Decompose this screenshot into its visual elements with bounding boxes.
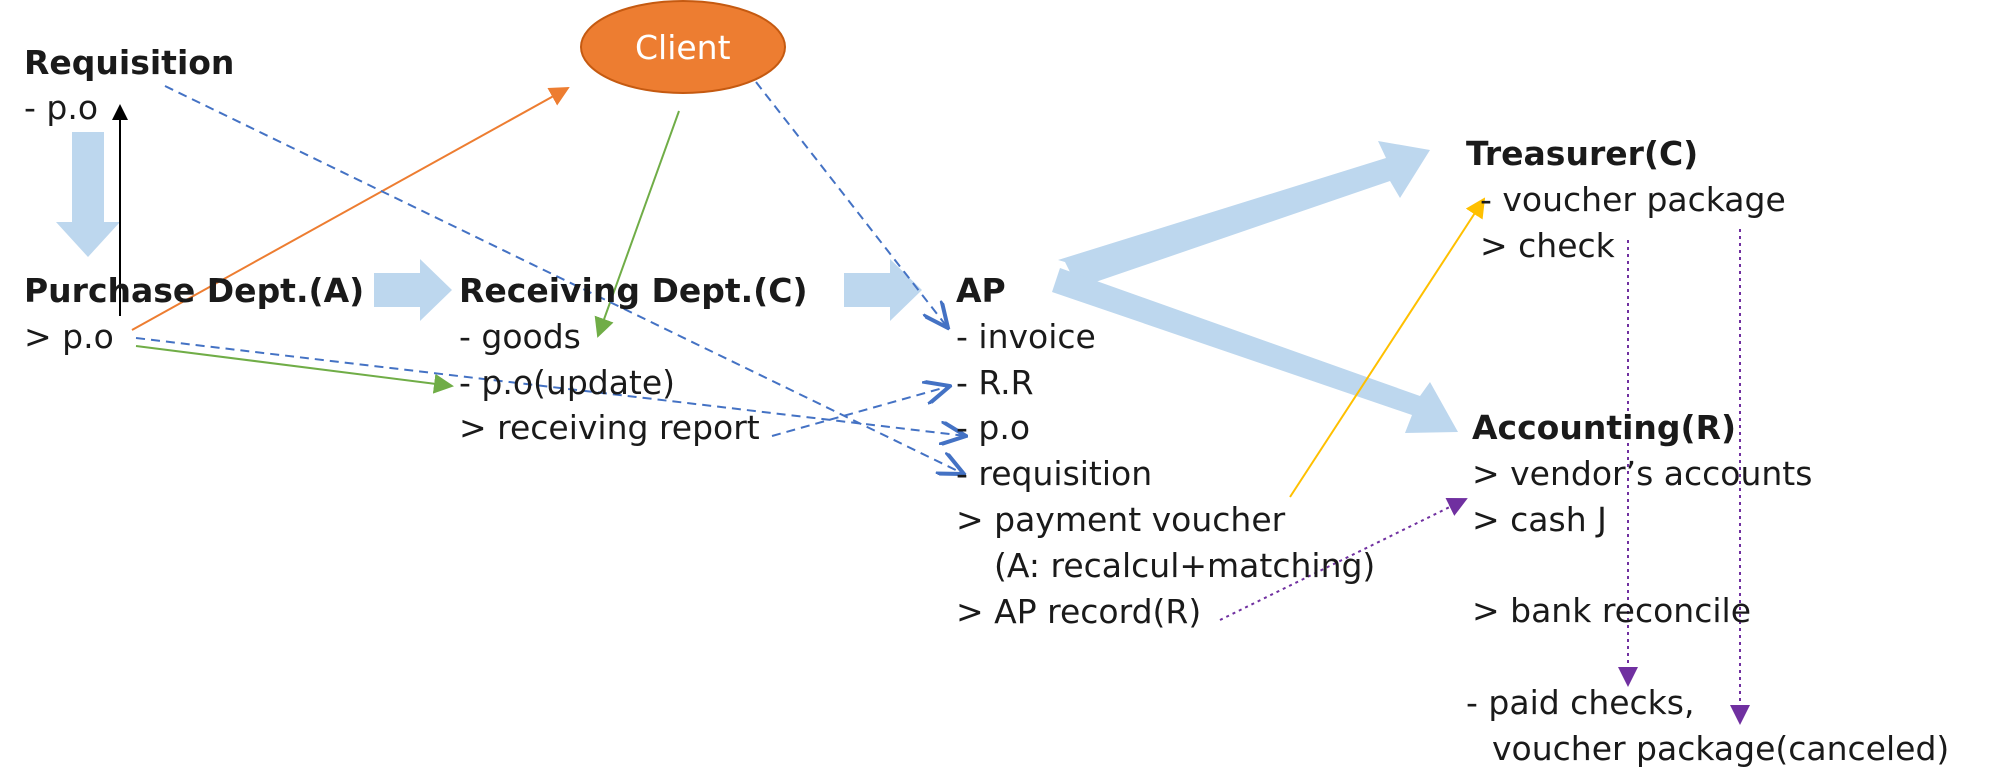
dashed-arrow-requisition-to-ap	[164, 85, 964, 474]
flow-arrow-ap-to-accounting	[1052, 268, 1458, 433]
flow-arrow-ap-to-treasurer	[1058, 141, 1430, 288]
ap-item-requisition: - requisition	[956, 454, 1153, 493]
dashed-arrow-po-to-ap-po	[135, 337, 966, 436]
flow-arrow-receiving-to-ap	[844, 259, 922, 321]
requisition-title: Requisition	[24, 43, 235, 82]
green-arrow-po-to-receiving	[135, 345, 454, 394]
receiving-title: Receiving Dept.(C)	[459, 271, 808, 310]
requisition-item-po: - p.o	[24, 88, 99, 127]
receiving-item-report: > receiving report	[459, 408, 760, 447]
accounting-item-paid-checks: - paid checks,	[1466, 683, 1695, 722]
receiving-item-goods: - goods	[459, 317, 581, 356]
accounting-item-cash-j: > cash J	[1472, 500, 1607, 539]
accounting-title: Accounting(R)	[1472, 408, 1737, 447]
ap-item-recalcul-note: (A: recalcul+matching)	[994, 546, 1376, 585]
client-label: Client	[635, 28, 731, 67]
ap-item-invoice: - invoice	[956, 317, 1096, 356]
ap-item-rr: - R.R	[956, 363, 1034, 402]
treasurer-title: Treasurer(C)	[1466, 134, 1699, 173]
flow-arrow-requisition-to-purchase	[56, 132, 120, 257]
accounting-item-voucher-canceled: voucher package(canceled)	[1492, 729, 1950, 768]
dashed-arrow-report-to-ap-rr	[771, 386, 950, 437]
green-arrow-client-to-goods	[594, 110, 680, 338]
treasurer-item-check: > check	[1480, 226, 1615, 265]
orange-arrow-purchase-to-client	[131, 87, 570, 331]
treasurer-item-voucher-package: - voucher package	[1480, 180, 1786, 219]
client-node	[580, 0, 786, 94]
purchase-item-po: > p.o	[24, 317, 114, 356]
yellow-arrow-voucher-to-treasurer	[1289, 197, 1486, 498]
ap-item-po: - p.o	[956, 408, 1031, 447]
receiving-item-po-update: - p.o(update)	[459, 363, 676, 402]
ap-item-payment-voucher: > payment voucher	[956, 500, 1286, 539]
accounting-item-bank-reconcile: > bank reconcile	[1472, 591, 1752, 630]
ap-title: AP	[956, 271, 1006, 310]
dashed-arrow-client-to-ap-invoice	[755, 81, 948, 328]
ap-item-ap-record: > AP record(R)	[956, 592, 1202, 631]
accounting-item-vendor-accounts: > vendor’s accounts	[1472, 454, 1813, 493]
purchase-title: Purchase Dept.(A)	[24, 271, 365, 310]
flow-arrow-purchase-to-receiving	[374, 259, 452, 321]
